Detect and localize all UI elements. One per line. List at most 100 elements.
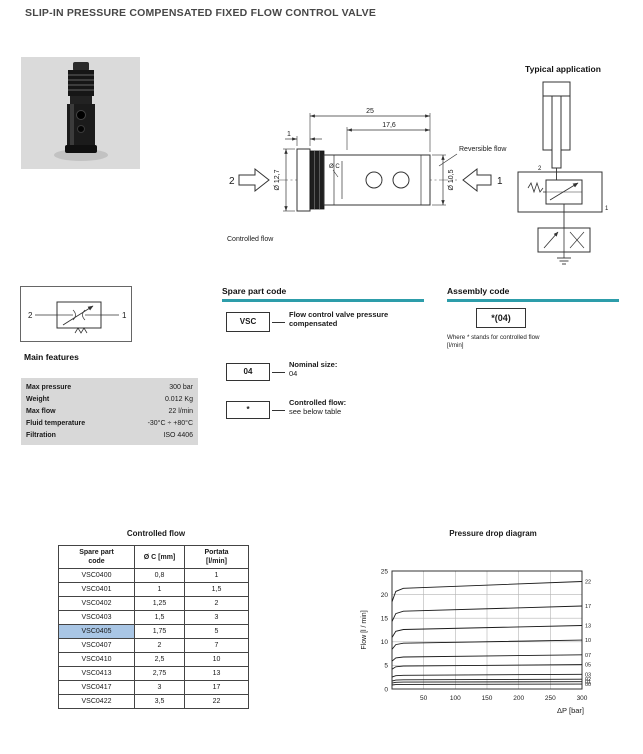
feature-value: -30°C ÷ +80°C (147, 420, 193, 428)
svg-text:03: 03 (585, 672, 591, 678)
code-desc-flow: Controlled flow: see below table (289, 398, 399, 417)
app-port-1-label: 1 (605, 206, 609, 212)
table-cell: VSC0407 (58, 638, 135, 654)
svg-text:20: 20 (381, 592, 389, 599)
svg-text:15: 15 (381, 616, 389, 623)
feature-row: Fluid temperature -30°C ÷ +80°C (21, 418, 198, 430)
port-1-label: 1 (497, 176, 503, 187)
section-rule (222, 299, 424, 302)
dim-total-length: 25 (366, 108, 374, 115)
table-cell: VSC0403 (58, 610, 135, 626)
dim-body-length: 17,6 (382, 122, 396, 129)
feature-label: Weight (26, 395, 50, 403)
feature-value: 300 bar (169, 383, 193, 391)
code-box-size: 04 (226, 363, 270, 381)
typical-application-schematic: 2 1 (517, 81, 609, 265)
code-box-vsc: VSC (226, 312, 270, 332)
table-cell: 1 (134, 582, 185, 598)
svg-text:250: 250 (545, 695, 556, 702)
dim-collar-diameter: Ø 12,7 (274, 169, 281, 190)
app-port-2-label: 2 (538, 166, 542, 172)
feature-label: Filtration (26, 432, 56, 440)
feature-row: Max pressure 300 bar (21, 381, 198, 393)
column-header: Spare part code (58, 544, 135, 570)
table-cell: 3,5 (134, 694, 185, 710)
dim-body-diameter: Ø 10,5 (448, 169, 455, 190)
connector-line (272, 322, 285, 323)
table-cell: 13 (184, 666, 249, 682)
valve-photo-illustration (54, 62, 108, 161)
svg-text:13: 13 (585, 623, 591, 629)
svg-text:150: 150 (482, 695, 493, 702)
svg-text:17: 17 (585, 604, 591, 610)
connector-line (272, 410, 285, 411)
table-cell: 7 (184, 638, 249, 654)
main-features-title: Main features (24, 352, 79, 362)
feature-row: Max flow 22 l/min (21, 405, 198, 417)
hydraulic-symbol-box: 2 1 (20, 286, 132, 342)
feature-value: 0.012 Kg (164, 395, 193, 403)
table-cell: 1,75 (134, 624, 185, 640)
svg-text:22: 22 (585, 580, 591, 586)
svg-text:00: 00 (585, 682, 591, 688)
assembly-code-box: *(04) (476, 308, 526, 328)
feature-label: Max flow (26, 407, 56, 415)
feature-label: Max pressure (26, 383, 72, 391)
spare-part-code-title: Spare part code (222, 286, 287, 296)
svg-text:50: 50 (420, 695, 428, 702)
table-cell: VSC0410 (58, 652, 135, 668)
svg-text:100: 100 (450, 695, 461, 702)
table-cell: 0,8 (134, 568, 185, 584)
table-cell: 1,5 (134, 610, 185, 626)
svg-text:25: 25 (381, 568, 389, 575)
svg-text:300: 300 (577, 695, 588, 702)
table-cell: 3 (134, 680, 185, 696)
svg-text:10: 10 (585, 638, 591, 644)
table-cell: 1 (184, 568, 249, 584)
table-cell: 2,75 (134, 666, 185, 682)
svg-text:07: 07 (585, 653, 591, 659)
feature-value: 22 l/min (168, 407, 193, 415)
dim-orifice-diameter: Ø C (329, 164, 340, 170)
flow-arrow-left-icon (462, 167, 492, 193)
table-cell: 3 (184, 610, 249, 626)
feature-label: Fluid temperature (26, 420, 86, 428)
code-box-flow: * (226, 401, 270, 419)
code-desc-flow-value: see below table (289, 407, 342, 417)
table-cell: 17 (184, 680, 249, 696)
code-desc-size: Nominal size: 04 (289, 360, 399, 379)
section-rule (447, 299, 619, 302)
svg-text:ΔP [bar]: ΔP [bar] (557, 706, 584, 715)
svg-text:200: 200 (513, 695, 524, 702)
feature-row: Weight 0.012 Kg (21, 393, 198, 405)
svg-text:05: 05 (585, 663, 591, 669)
code-desc-vsc: Flow control valve pressure compensated (289, 310, 389, 329)
table-cell: VSC0422 (58, 694, 135, 710)
controlled-flow-table-title: Controlled flow (126, 529, 186, 538)
code-desc-flow-bold: Controlled flow: (289, 398, 347, 407)
page-title: SLIP-IN PRESSURE COMPENSATED FIXED FLOW … (25, 7, 377, 19)
table-cell: VSC0401 (58, 582, 135, 598)
table-cell: 1,5 (184, 582, 249, 598)
assembly-code-note: Where * stands for controlled flow [l/mi… (447, 334, 540, 350)
svg-text:02: 02 (585, 677, 591, 683)
svg-text:5: 5 (384, 663, 388, 670)
reversible-flow-label: Reversible flow (459, 146, 507, 153)
flow-control-symbol: 2 1 (28, 301, 127, 334)
table-cell: 10 (184, 652, 249, 668)
table-cell: VSC0413 (58, 666, 135, 682)
table-cell: 2,5 (134, 652, 185, 668)
